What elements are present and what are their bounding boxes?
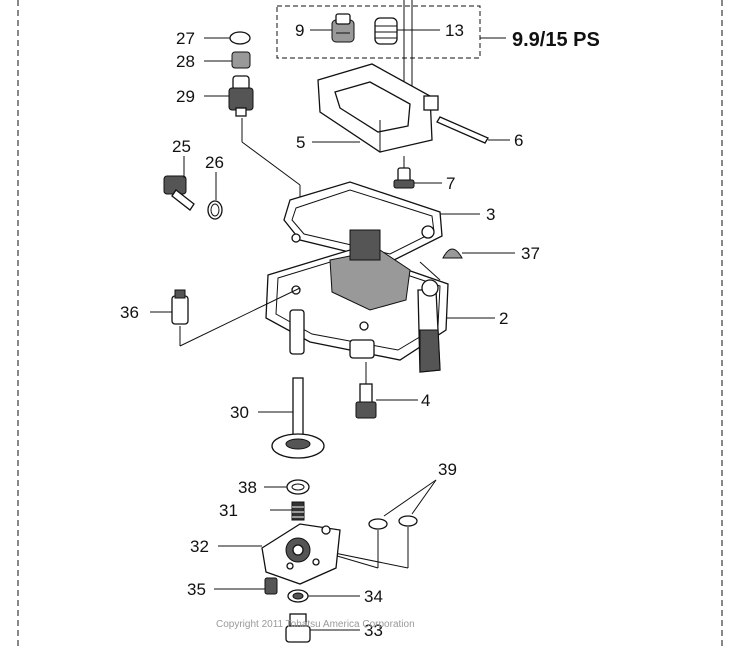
copyright-text: Copyright 2011 Tohatsu America Corporati…: [216, 619, 415, 630]
callout-39: 39: [438, 460, 457, 479]
part-39-washers: [368, 515, 418, 530]
callout-34: 34: [364, 587, 383, 606]
part-38-ring: [286, 479, 310, 495]
part-26-o-ring: [207, 200, 223, 220]
part-32-cover: [261, 523, 341, 585]
callout-29: 29: [176, 87, 195, 106]
part-5-float: [317, 63, 439, 153]
part-3-gasket: [283, 181, 443, 263]
part-2-float-chamber: [265, 229, 449, 373]
callout-9: 9: [295, 21, 304, 40]
part-9-jet: [331, 13, 355, 43]
part-25-fitting: [163, 175, 195, 211]
callout-25: 25: [172, 137, 191, 156]
callout-5: 5: [296, 133, 305, 152]
part-36-plug: [171, 289, 189, 325]
callout-36: 36: [120, 303, 139, 322]
part-13-jet: [374, 17, 398, 45]
part-4-screw: [355, 383, 377, 419]
part-27-clip: [229, 31, 251, 45]
part-31-spring: [291, 501, 305, 521]
callout-35: 35: [187, 580, 206, 599]
callout-38: 38: [238, 478, 257, 497]
callout-2: 2: [499, 309, 508, 328]
callout-32: 32: [190, 537, 209, 556]
part-34-washer: [287, 589, 309, 603]
part-28-cap: [231, 51, 251, 69]
part-35-screw: [264, 577, 278, 595]
callout-31: 31: [219, 501, 238, 520]
callout-26: 26: [205, 153, 224, 172]
part-30-float-valve: [271, 377, 325, 459]
callout-13: 13: [445, 21, 464, 40]
model-inset-box: [276, 0, 506, 86]
callout-33: 33: [364, 621, 383, 640]
callout-4: 4: [421, 391, 430, 410]
callout-37: 37: [521, 244, 540, 263]
part-29-needle-valve: [228, 75, 254, 117]
part-7-screw: [393, 167, 415, 189]
callout-30: 30: [230, 403, 249, 422]
callout-28: 28: [176, 52, 195, 71]
part-6-pin: [436, 116, 489, 144]
callout-27: 27: [176, 29, 195, 48]
part-37-cap: [442, 248, 463, 259]
callout-3: 3: [486, 205, 495, 224]
model-label: 9.9/15 PS: [512, 29, 600, 51]
callout-7: 7: [446, 174, 455, 193]
part-33-plug: [285, 613, 311, 643]
callout-6: 6: [514, 131, 523, 150]
frame-lines: [17, 0, 723, 648]
